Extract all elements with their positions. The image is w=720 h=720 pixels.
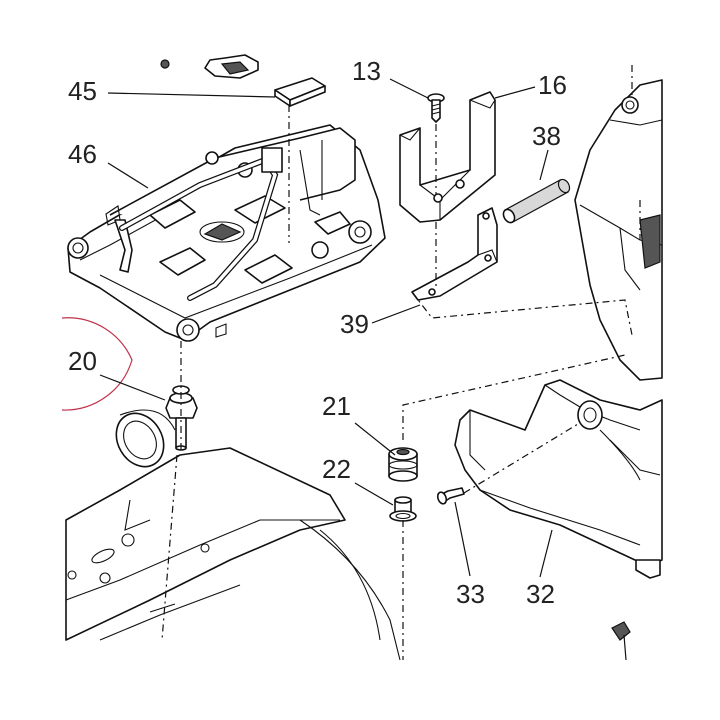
screw-part-13 <box>427 93 445 123</box>
label-39: 39 <box>340 309 369 339</box>
collar-part-22 <box>389 496 417 522</box>
assembly-lines <box>161 65 641 660</box>
top-clip <box>160 54 259 79</box>
pad-part-45 <box>274 77 326 107</box>
label-33: 33 <box>456 579 485 609</box>
label-45: 45 <box>68 76 97 106</box>
small-clip <box>611 621 631 661</box>
leader-lines <box>99 78 553 578</box>
grommet-part-21 <box>388 447 418 482</box>
label-20: 20 <box>68 346 97 376</box>
sleeve-part-38 <box>502 178 571 224</box>
guard-cover-part-32 <box>454 379 663 579</box>
label-38: 38 <box>532 121 561 151</box>
label-16: 16 <box>538 70 567 100</box>
housing-right <box>574 79 663 381</box>
screw-part-33 <box>436 487 465 505</box>
highlight-arc <box>61 317 133 411</box>
exhaust-ring <box>115 409 176 468</box>
frame-body <box>65 447 401 661</box>
label-22: 22 <box>322 454 351 484</box>
label-46: 46 <box>68 139 97 169</box>
base-plate-part-46 <box>67 124 386 342</box>
label-13: 13 <box>352 56 381 86</box>
part-labels: 45 46 20 13 16 38 39 21 22 33 32 <box>68 56 567 609</box>
label-21: 21 <box>322 391 351 421</box>
u-bracket-part-16 <box>399 91 496 223</box>
l-bracket-part-39 <box>411 207 498 301</box>
label-32: 32 <box>526 579 555 609</box>
